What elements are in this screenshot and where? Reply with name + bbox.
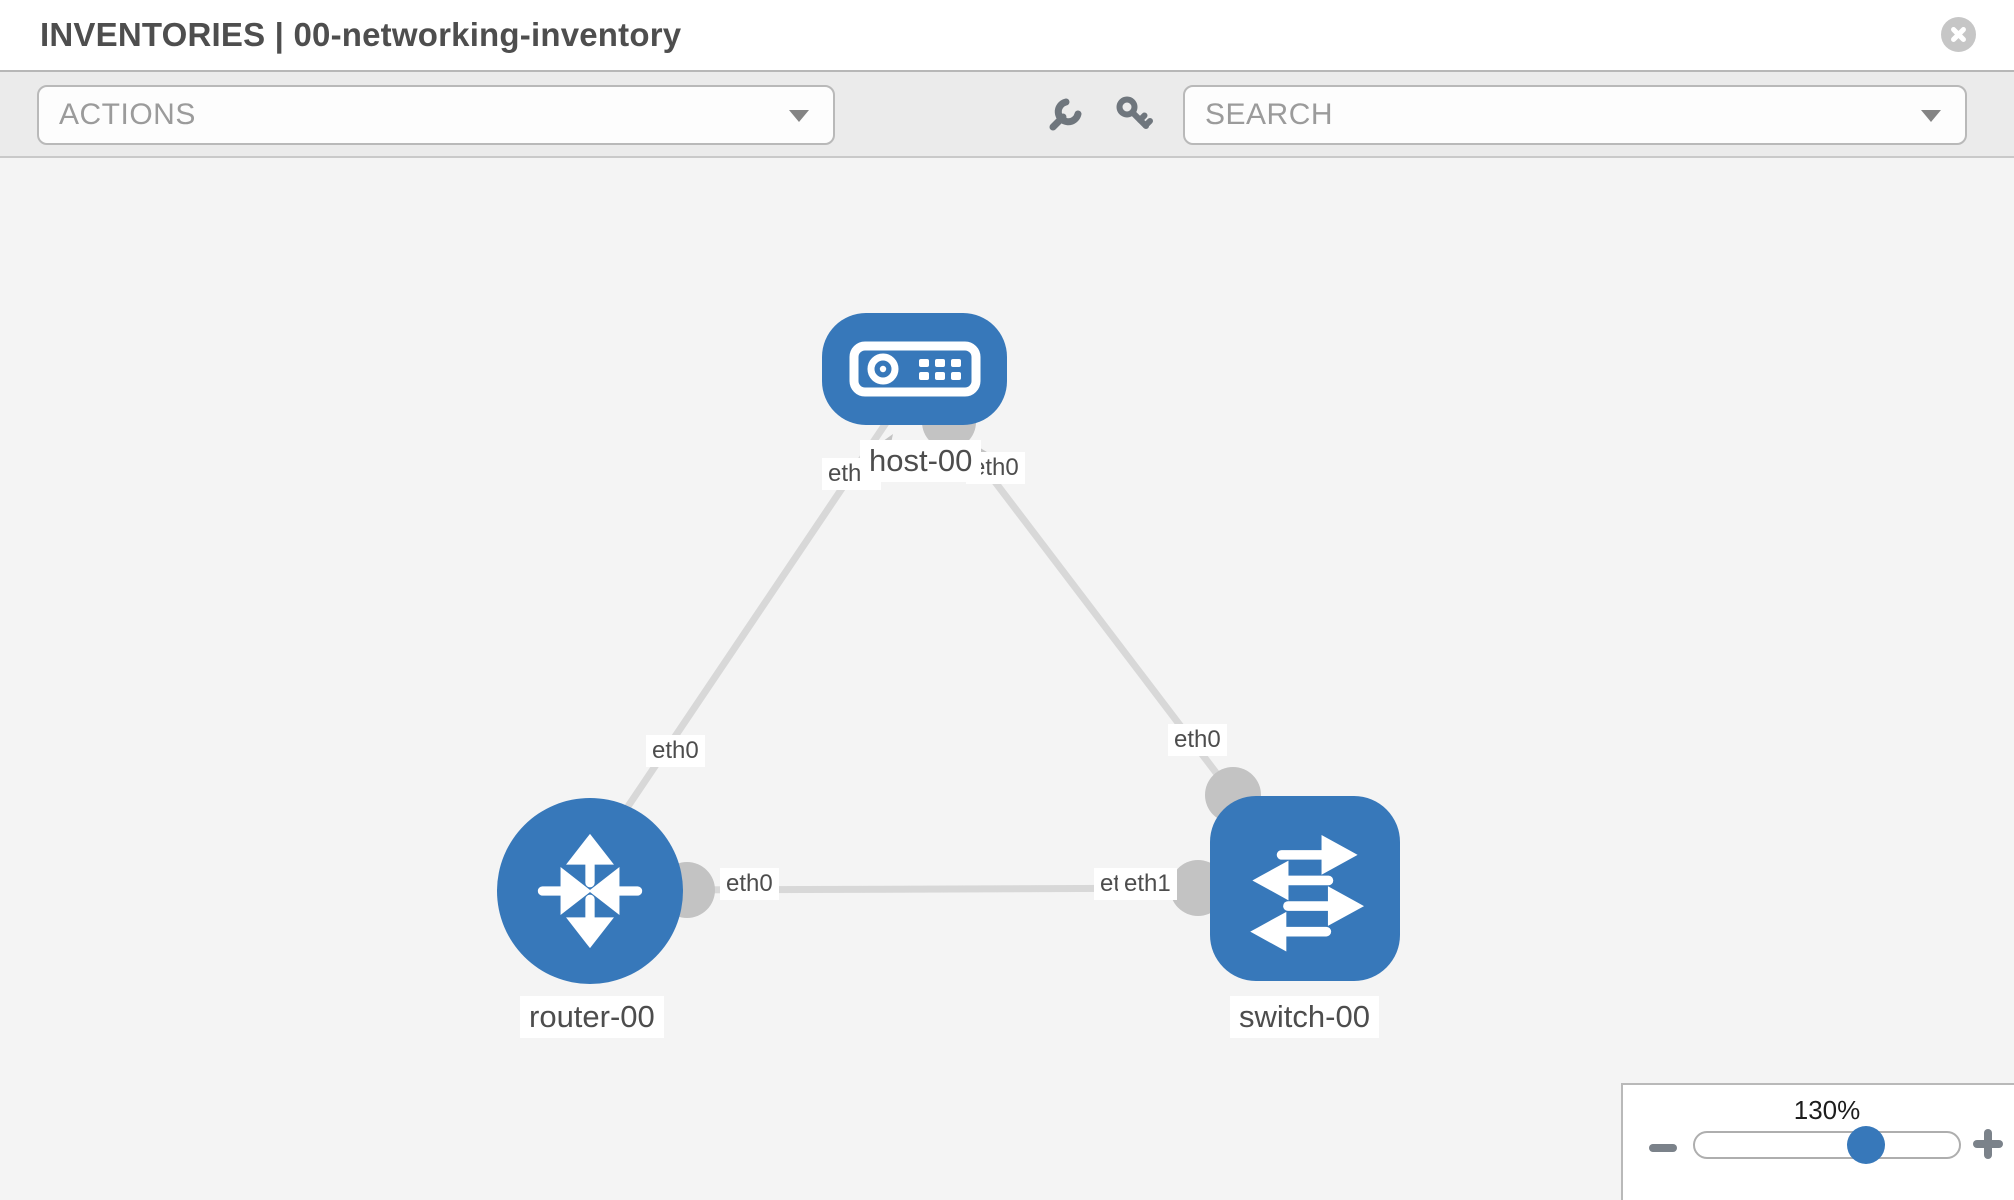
key-icon[interactable]	[1114, 94, 1154, 134]
node-router-00[interactable]	[497, 798, 683, 984]
minus-bar	[1649, 1144, 1677, 1152]
node-label-router: router-00	[520, 996, 664, 1038]
page-header: INVENTORIES | 00-networking-inventory	[0, 0, 2014, 70]
iface-label: eth0	[720, 868, 779, 900]
zoom-slider-thumb[interactable]	[1847, 1126, 1885, 1164]
actions-dropdown-label: ACTIONS	[59, 98, 196, 131]
iface-label: eth0	[646, 735, 705, 767]
close-icon[interactable]	[1941, 17, 1976, 52]
topology-canvas[interactable]: eth0 eth0 eth0 eth0 eth0 eth0 eth1 host-…	[0, 158, 2014, 1200]
chevron-down-icon[interactable]	[1921, 110, 1941, 122]
switch-icon	[1250, 834, 1365, 952]
search-dropdown-label: SEARCH	[1205, 98, 1334, 131]
iface-label: eth0	[1168, 724, 1227, 756]
zoom-panel: 130%	[1621, 1083, 2014, 1200]
node-host-00[interactable]	[822, 313, 1007, 425]
zoom-level-value: 130%	[1793, 1095, 1861, 1125]
zoom-slider[interactable]	[1693, 1126, 1961, 1164]
host-icon	[849, 341, 980, 397]
node-label-switch: switch-00	[1230, 996, 1379, 1038]
iface-label: eth1	[1118, 868, 1177, 900]
node-switch-00[interactable]	[1210, 796, 1400, 981]
toolbar: ACTIONS SEARCH	[0, 70, 2014, 158]
plus-bar	[1984, 1129, 1992, 1159]
link-host-router	[597, 418, 891, 850]
search-dropdown[interactable]: SEARCH	[1183, 85, 1967, 145]
links-layer	[597, 395, 1261, 918]
zoom-in-icon[interactable]	[1973, 1129, 2003, 1159]
actions-dropdown[interactable]: ACTIONS	[37, 85, 835, 145]
zoom-out-icon[interactable]	[1649, 1139, 1677, 1157]
wrench-icon[interactable]	[1046, 94, 1086, 134]
chevron-down-icon[interactable]	[789, 110, 809, 122]
router-icon	[537, 833, 643, 949]
page-title: INVENTORIES | 00-networking-inventory	[40, 16, 682, 53]
node-label-host: host-00	[860, 440, 982, 482]
